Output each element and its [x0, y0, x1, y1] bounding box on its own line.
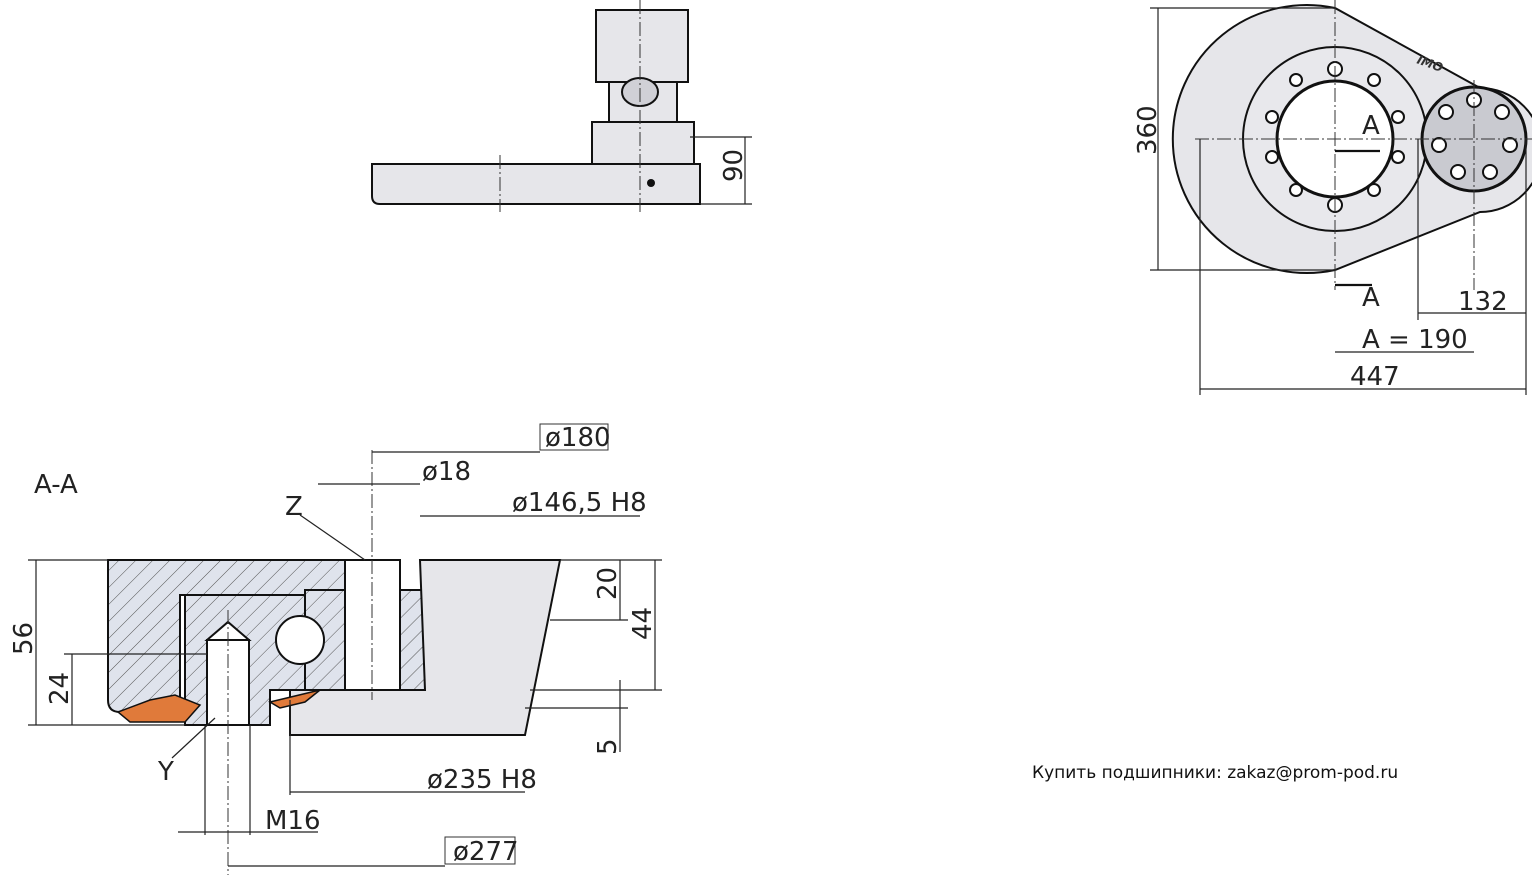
height-90-label: 90: [719, 149, 749, 182]
grease-nipple: [647, 179, 655, 187]
motor-bolts: [1431, 92, 1518, 180]
section-view: A-A ø180 ø18 Z ø146,5 H8 56 24 20: [9, 423, 662, 875]
bore-hole: [344, 559, 401, 691]
offset-dim-label: A = 190: [1362, 325, 1468, 355]
ring-body: [371, 163, 701, 205]
seal-z: [268, 689, 321, 709]
height-5-label: 5: [593, 738, 623, 755]
height-20-label: 20: [593, 567, 623, 600]
height-24-label: 24: [45, 672, 75, 705]
footer-contact: Купить подшипники: zakaz@prom-pod.ru: [1032, 763, 1399, 783]
detail-y-label: Y: [157, 757, 174, 787]
motor-housing: [595, 9, 689, 83]
dia-180-label: ø180: [545, 423, 611, 453]
section-title: A-A: [34, 470, 78, 500]
section-mark-a-top: A: [1362, 111, 1380, 141]
dia-146-label: ø146,5 H8: [512, 488, 647, 518]
height-56-label: 56: [9, 622, 39, 655]
dia-277-label: ø277: [453, 837, 519, 867]
motor-dim-132-label: 132: [1458, 287, 1508, 317]
seal-y: [116, 694, 202, 723]
thread-m16-label: M16: [265, 806, 321, 836]
detail-z-label: Z: [285, 492, 303, 522]
side-view: 90: [371, 0, 752, 212]
height-44-label: 44: [628, 607, 658, 640]
top-view: IMO A A 360 132 A = 190 447: [1133, 0, 1532, 395]
dia-235-label: ø235 H8: [427, 765, 537, 795]
width-447-label: 447: [1350, 362, 1400, 392]
height-360-label: 360: [1133, 105, 1163, 155]
motor-flange: [591, 121, 695, 165]
section-mark-a-bottom: A: [1362, 283, 1380, 313]
dia-18-label: ø18: [422, 457, 471, 487]
ball: [275, 615, 325, 665]
